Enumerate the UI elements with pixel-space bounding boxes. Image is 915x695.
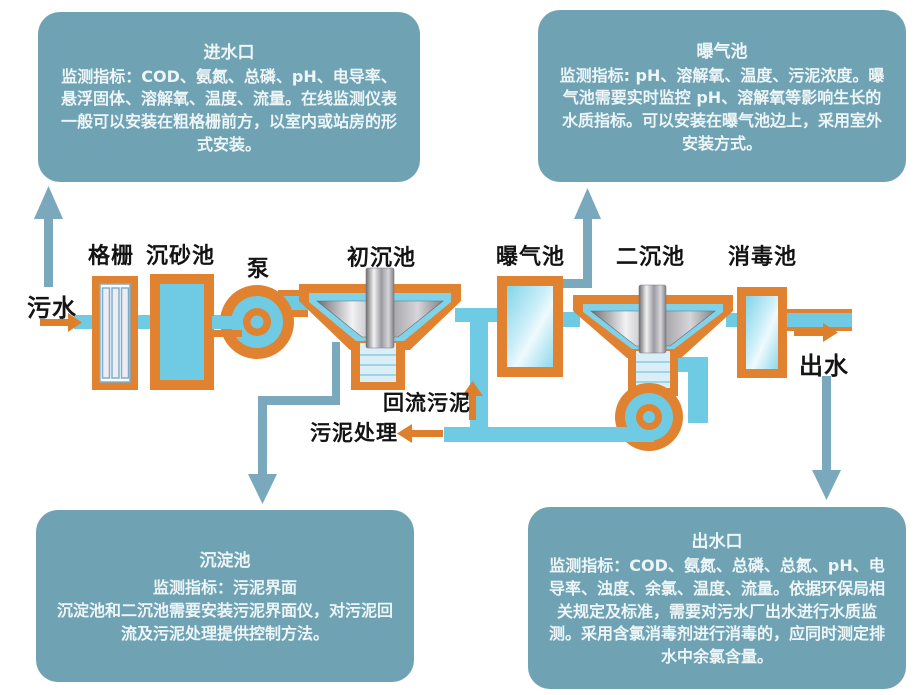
callout-aeration: 曝气池 监测指标: pH、溶解氧、温度、污泥浓度。曝气池需要实时监控 pH、溶解… xyxy=(538,10,906,182)
callout-sedimentation-indicator: 监测指标：污泥界面 xyxy=(152,578,297,598)
label-effluent: 出水 xyxy=(799,352,849,380)
label-disinfection-tank: 消毒池 xyxy=(728,245,798,270)
aeration-tank-unit xyxy=(497,276,563,377)
label-secondary-clarifier: 二沉池 xyxy=(616,245,686,270)
callout-aeration-title: 曝气池 xyxy=(696,41,748,62)
connector-arrow-outlet xyxy=(812,376,841,500)
bar-screen-unit xyxy=(92,276,138,390)
label-aeration-tank: 曝气池 xyxy=(496,245,566,270)
flow-arrow-return-sludge xyxy=(462,381,483,420)
connector-arrow-inlet xyxy=(34,186,63,287)
primary-clarifier-unit xyxy=(299,267,461,390)
flow-arrow-sludge-treatment xyxy=(397,424,443,443)
disinfection-tank-unit xyxy=(737,287,787,378)
grit-chamber-unit xyxy=(150,274,214,390)
pump-unit xyxy=(212,285,312,359)
label-grit-chamber: 沉砂池 xyxy=(146,244,216,269)
callout-aeration-body: 监测指标: pH、溶解氧、温度、污泥浓度。曝气池需要实时监控 pH、溶解氧等影响… xyxy=(559,65,885,153)
label-pump: 泵 xyxy=(247,257,271,282)
label-return-sludge: 回流污泥 xyxy=(383,391,471,415)
flow-arrow-sewage-in xyxy=(40,313,82,332)
effluent-pipe xyxy=(784,309,852,331)
callout-sedimentation-title: 沉淀池 xyxy=(199,551,251,572)
callout-outlet-body: 监测指标：COD、氨氮、总磷、总氮、pH、电导率、浊度、余氯、温度、流量。依据环… xyxy=(548,556,885,667)
return-sludge-pump xyxy=(600,383,683,451)
flow-arrow-effluent-out xyxy=(794,323,838,342)
callout-outlet-title: 出水口 xyxy=(691,532,743,553)
callout-inlet-title: 进水口 xyxy=(203,42,255,63)
label-bar-screen: 格栅 xyxy=(88,244,135,269)
label-sludge-treatment: 污泥处理 xyxy=(310,421,398,445)
secondary-clarifier-unit xyxy=(573,284,733,396)
connector-arrow-sedimentation xyxy=(248,342,340,504)
callout-inlet-body: 监测指标：COD、氨氮、总磷、pH、电导率、悬浮固体、溶解氧、温度、流量。在线监… xyxy=(60,66,397,154)
label-primary-clarifier: 初沉池 xyxy=(347,246,417,271)
callout-outlet: 出水口 监测指标：COD、氨氮、总磷、总氮、pH、电导率、浊度、余氯、温度、流量… xyxy=(528,507,906,689)
callout-inlet: 进水口 监测指标：COD、氨氮、总磷、pH、电导率、悬浮固体、溶解氧、温度、流量… xyxy=(38,12,420,182)
label-sewage: 污水 xyxy=(27,294,77,322)
callout-sedimentation: 沉淀池 监测指标：污泥界面 沉淀池和二沉池需要安装污泥界面仪，对污泥回流及污泥处… xyxy=(36,510,414,682)
connector-arrow-aeration xyxy=(556,188,601,288)
callout-sedimentation-body: 沉淀池和二沉池需要安装污泥界面仪，对污泥回流及污泥处理提供控制方法。 xyxy=(56,601,393,643)
